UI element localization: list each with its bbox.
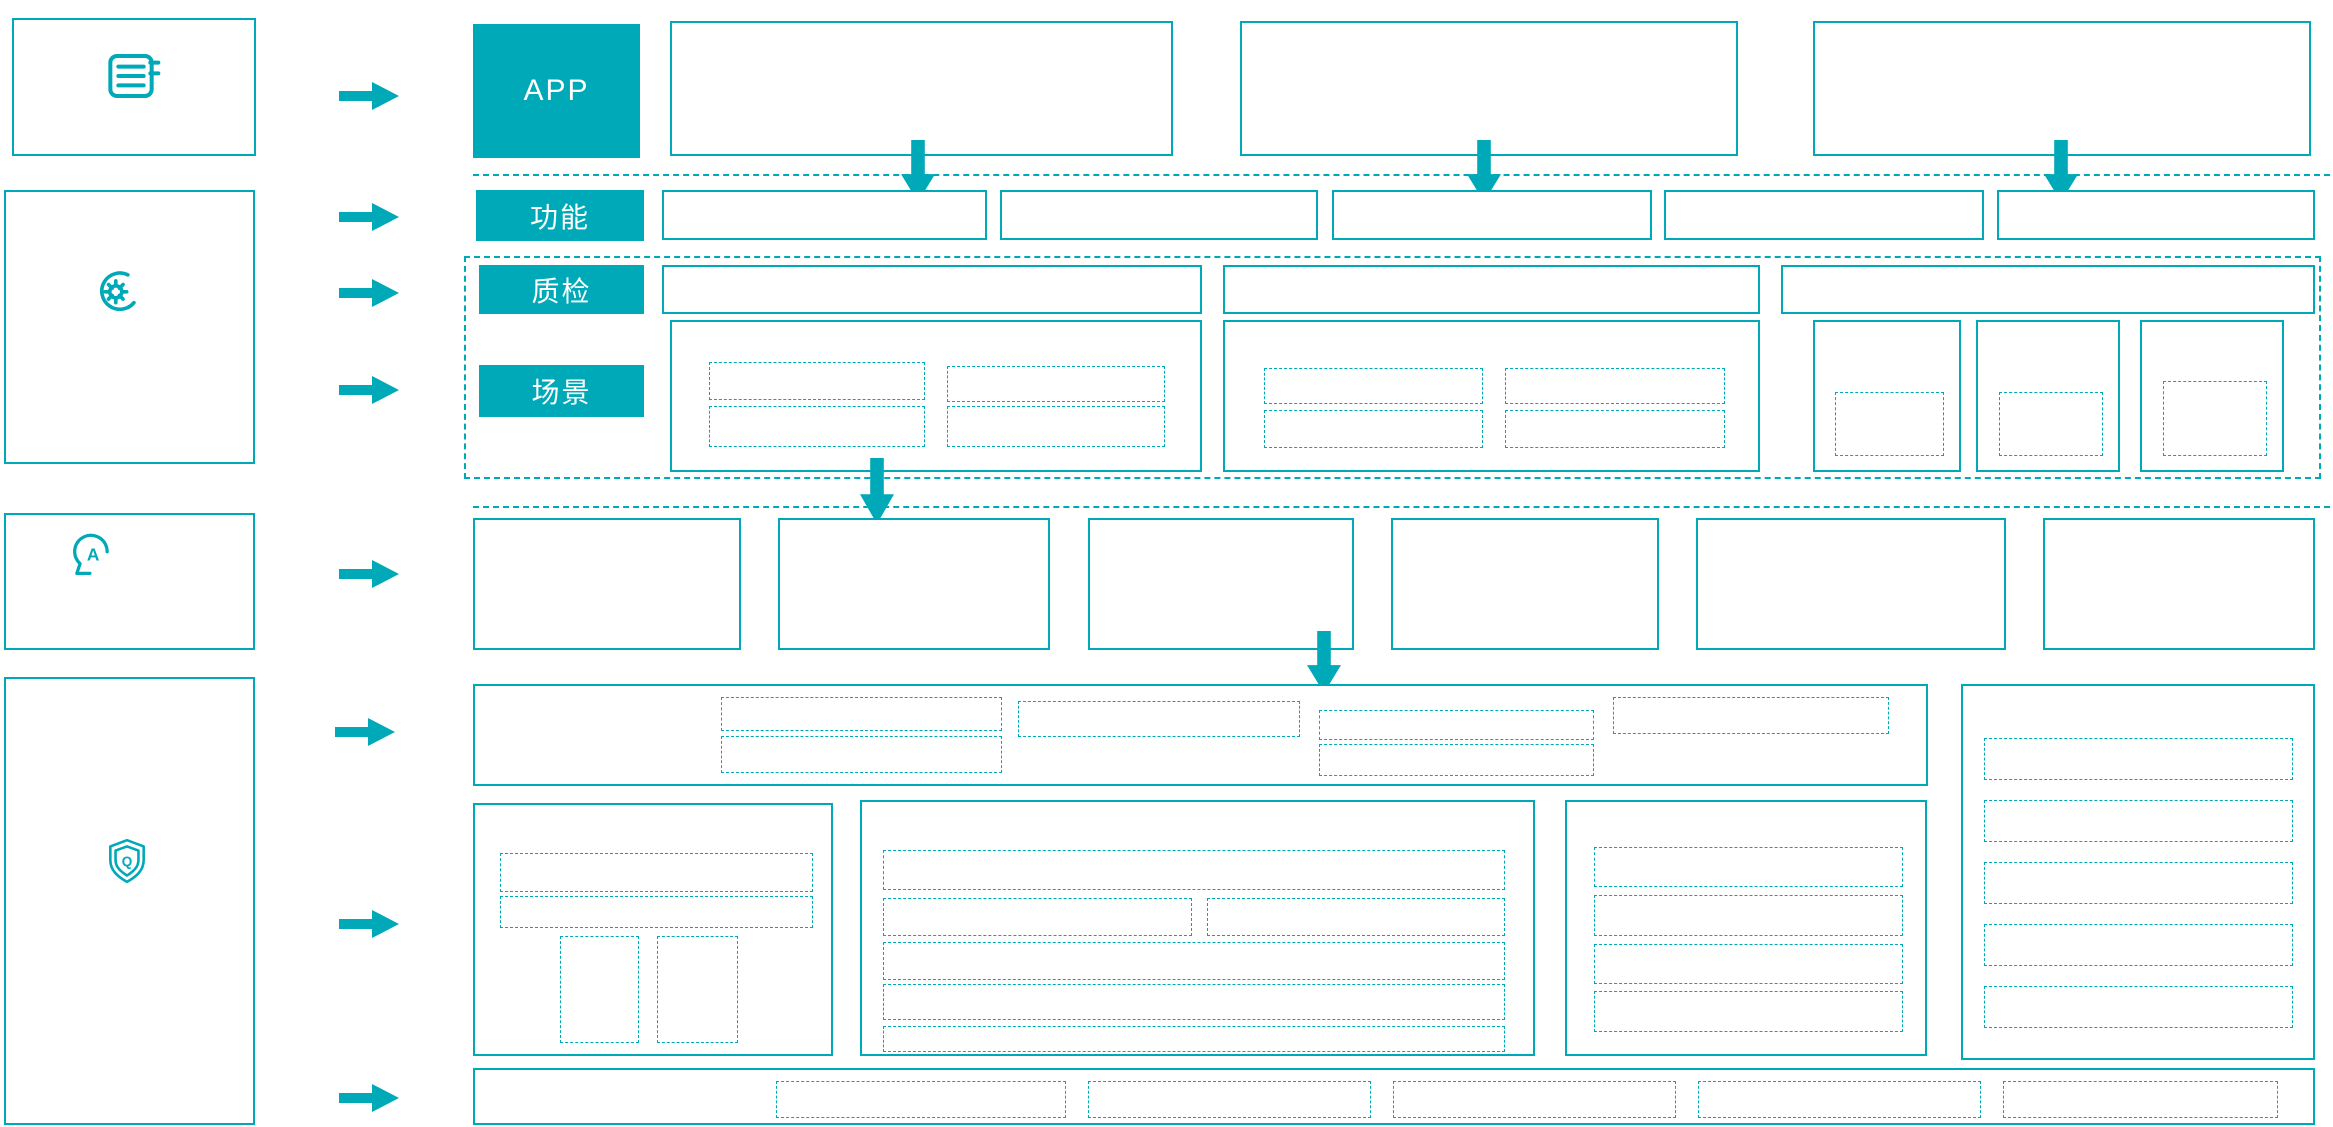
- scene-box-4: [1976, 320, 2120, 472]
- arrow-right-icon: [339, 560, 399, 588]
- user-gear-icon: [88, 264, 146, 322]
- placeholder-box: [1984, 924, 2293, 966]
- placeholder-box: [883, 850, 1505, 890]
- placeholder-box: [709, 362, 925, 400]
- placeholder-box: [1613, 697, 1889, 734]
- left-panel-2: [4, 190, 255, 464]
- function-box-1: [662, 190, 987, 240]
- module-box-3: [1565, 800, 1927, 1056]
- placeholder-box: [560, 936, 639, 1043]
- inspection-box-1: [662, 265, 1202, 314]
- scene-label-box: 场景: [479, 365, 644, 417]
- placeholder-box: [657, 936, 738, 1043]
- engine-box-4: [1391, 518, 1659, 650]
- placeholder-box: [1264, 368, 1483, 404]
- placeholder-box: [947, 366, 1165, 402]
- engine-box-6: [2043, 518, 2315, 650]
- placeholder-box: [947, 406, 1165, 447]
- scene-box-5: [2140, 320, 2284, 472]
- scene-box-1: [670, 320, 1202, 472]
- placeholder-box: [883, 898, 1192, 936]
- app-label-box: APP: [473, 24, 640, 158]
- side-stack-box: [1961, 684, 2315, 1060]
- placeholder-box: [883, 1026, 1505, 1052]
- placeholder-box: [1984, 738, 2293, 780]
- quality-shield-icon: Q: [102, 836, 152, 886]
- placeholder-box: [1984, 862, 2293, 904]
- placeholder-box: [1594, 944, 1903, 984]
- dashed-divider: [473, 506, 2330, 508]
- app-box-3: [1813, 21, 2311, 156]
- app-label: APP: [523, 74, 590, 107]
- placeholder-box: [1207, 898, 1505, 936]
- function-box-5: [1997, 190, 2315, 240]
- placeholder-box: [1319, 710, 1594, 740]
- placeholder-box: [1984, 800, 2293, 842]
- engine-box-1: [473, 518, 741, 650]
- placeholder-box: [1594, 847, 1903, 887]
- placeholder-box: [883, 942, 1505, 980]
- placeholder-box: [1505, 368, 1725, 404]
- engine-box-3: [1088, 518, 1354, 650]
- svg-text:Q: Q: [122, 854, 133, 869]
- arrow-right-icon: [335, 718, 395, 746]
- placeholder-box: [1505, 410, 1725, 448]
- inspection-label-box: 质检: [479, 265, 644, 314]
- placeholder-box: [883, 984, 1505, 1020]
- placeholder-box: [1264, 410, 1483, 448]
- placeholder-box: [1594, 991, 1903, 1032]
- platform-band-box: [473, 684, 1928, 786]
- svg-text:A: A: [87, 544, 100, 564]
- engine-box-2: [778, 518, 1050, 650]
- function-box-2: [1000, 190, 1318, 240]
- base-band-box: [473, 1068, 2315, 1125]
- left-panel-4: Q: [4, 677, 255, 1125]
- arrow-right-icon: [339, 910, 399, 938]
- function-label-box: 功能: [476, 190, 644, 241]
- arrow-right-icon: [339, 376, 399, 404]
- scene-label: 场景: [531, 377, 592, 408]
- scene-box-3: [1813, 320, 1961, 472]
- placeholder-box: [1018, 701, 1300, 737]
- function-box-4: [1664, 190, 1984, 240]
- placeholder-box: [2163, 381, 2267, 456]
- placeholder-box: [776, 1081, 1066, 1118]
- placeholder-box: [1594, 895, 1903, 936]
- inspection-box-3: [1781, 265, 2315, 314]
- inspection-scene-group: [464, 256, 2321, 479]
- placeholder-box: [2003, 1081, 2278, 1118]
- placeholder-box: [1698, 1081, 1981, 1118]
- placeholder-box: [721, 697, 1002, 731]
- placeholder-box: [500, 853, 813, 892]
- inspection-label: 质检: [531, 275, 592, 307]
- left-panel-3: A: [4, 513, 255, 650]
- ai-head-icon: A: [66, 529, 118, 581]
- placeholder-box: [1088, 1081, 1371, 1118]
- data-stack-icon: [101, 44, 165, 108]
- placeholder-box: [1835, 392, 1944, 456]
- placeholder-box: [1984, 986, 2293, 1028]
- module-box-1: [473, 803, 833, 1056]
- placeholder-box: [721, 736, 1002, 773]
- arrow-right-icon: [339, 203, 399, 231]
- placeholder-box: [1999, 392, 2103, 456]
- left-panel-1: [12, 18, 256, 156]
- app-box-1: [670, 21, 1173, 156]
- app-box-2: [1240, 21, 1738, 156]
- scene-box-2: [1223, 320, 1760, 472]
- module-box-2: [860, 800, 1535, 1056]
- placeholder-box: [500, 896, 813, 928]
- inspection-box-2: [1223, 265, 1760, 314]
- dashed-divider: [473, 174, 2330, 176]
- function-box-3: [1332, 190, 1652, 240]
- placeholder-box: [1319, 744, 1594, 776]
- arrow-right-icon: [339, 279, 399, 307]
- placeholder-box: [1393, 1081, 1676, 1118]
- engine-box-5: [1696, 518, 2006, 650]
- arrow-right-icon: [339, 1084, 399, 1112]
- placeholder-box: [709, 406, 925, 447]
- arrow-right-icon: [339, 82, 399, 110]
- function-label: 功能: [529, 201, 590, 233]
